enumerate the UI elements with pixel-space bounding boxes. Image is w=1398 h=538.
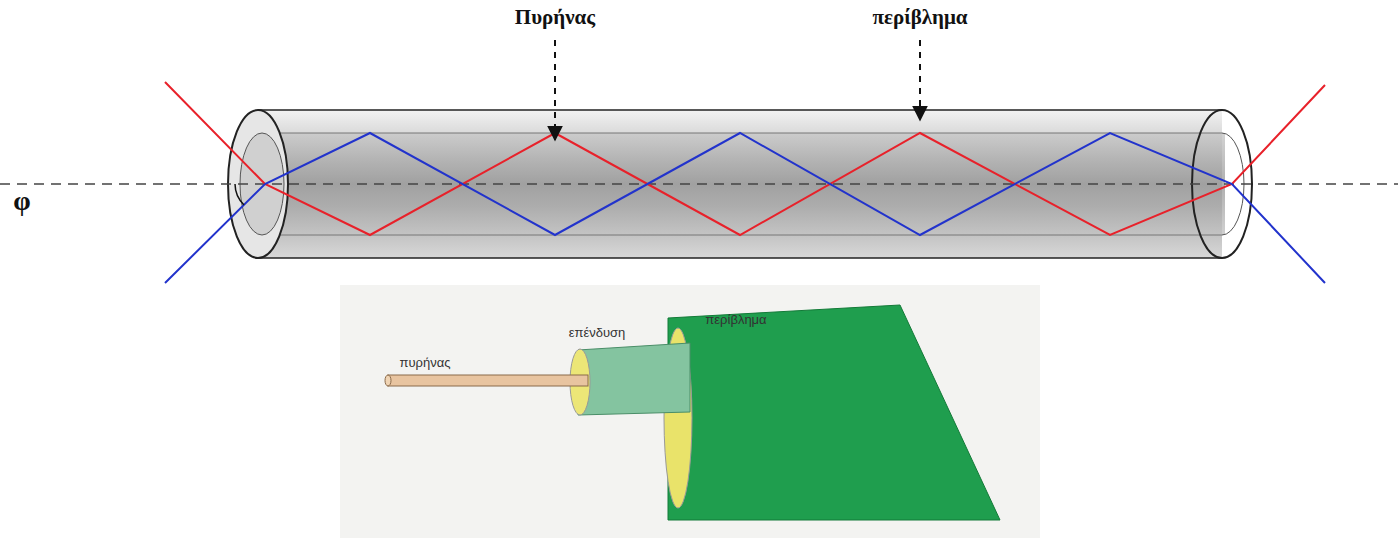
part-label: περίβλημα [872,6,967,29]
jacket [668,305,1000,520]
part-label: περίβλημα [705,313,766,327]
cable-photo [340,285,1040,538]
core-rod [388,375,588,386]
cladding-layer [578,343,690,415]
leader-arrow [919,40,921,120]
part-label: πυρήνας [400,356,451,370]
angle-arc [235,184,244,205]
light-ray [165,82,1325,235]
light-ray [165,133,1325,283]
part-label: Πυρήνας [515,6,595,29]
part-label: επένδυση [569,326,626,340]
leader-arrow [554,40,556,140]
angle-label: φ [13,186,30,217]
fiber-axis [0,183,1398,185]
